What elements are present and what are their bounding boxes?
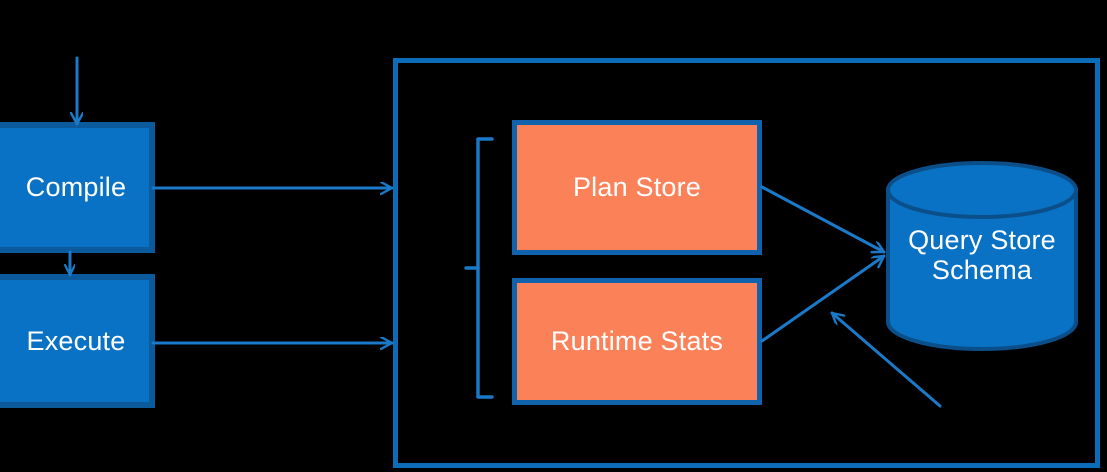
- arrow-runtime-stats-to-schema: [760, 254, 886, 343]
- plan-store-box[interactable]: [512, 120, 762, 255]
- compile-box[interactable]: [0, 122, 155, 253]
- query-store-container: [393, 58, 1100, 468]
- arrow-external-to-schema: [830, 311, 942, 408]
- arrow-plan-store-to-schema: [760, 185, 886, 254]
- runtime-stats-box[interactable]: [512, 278, 762, 405]
- query-store-schema-cylinder[interactable]: [886, 161, 1078, 351]
- grouping-brace-icon: [464, 137, 494, 399]
- execute-box[interactable]: [0, 274, 155, 408]
